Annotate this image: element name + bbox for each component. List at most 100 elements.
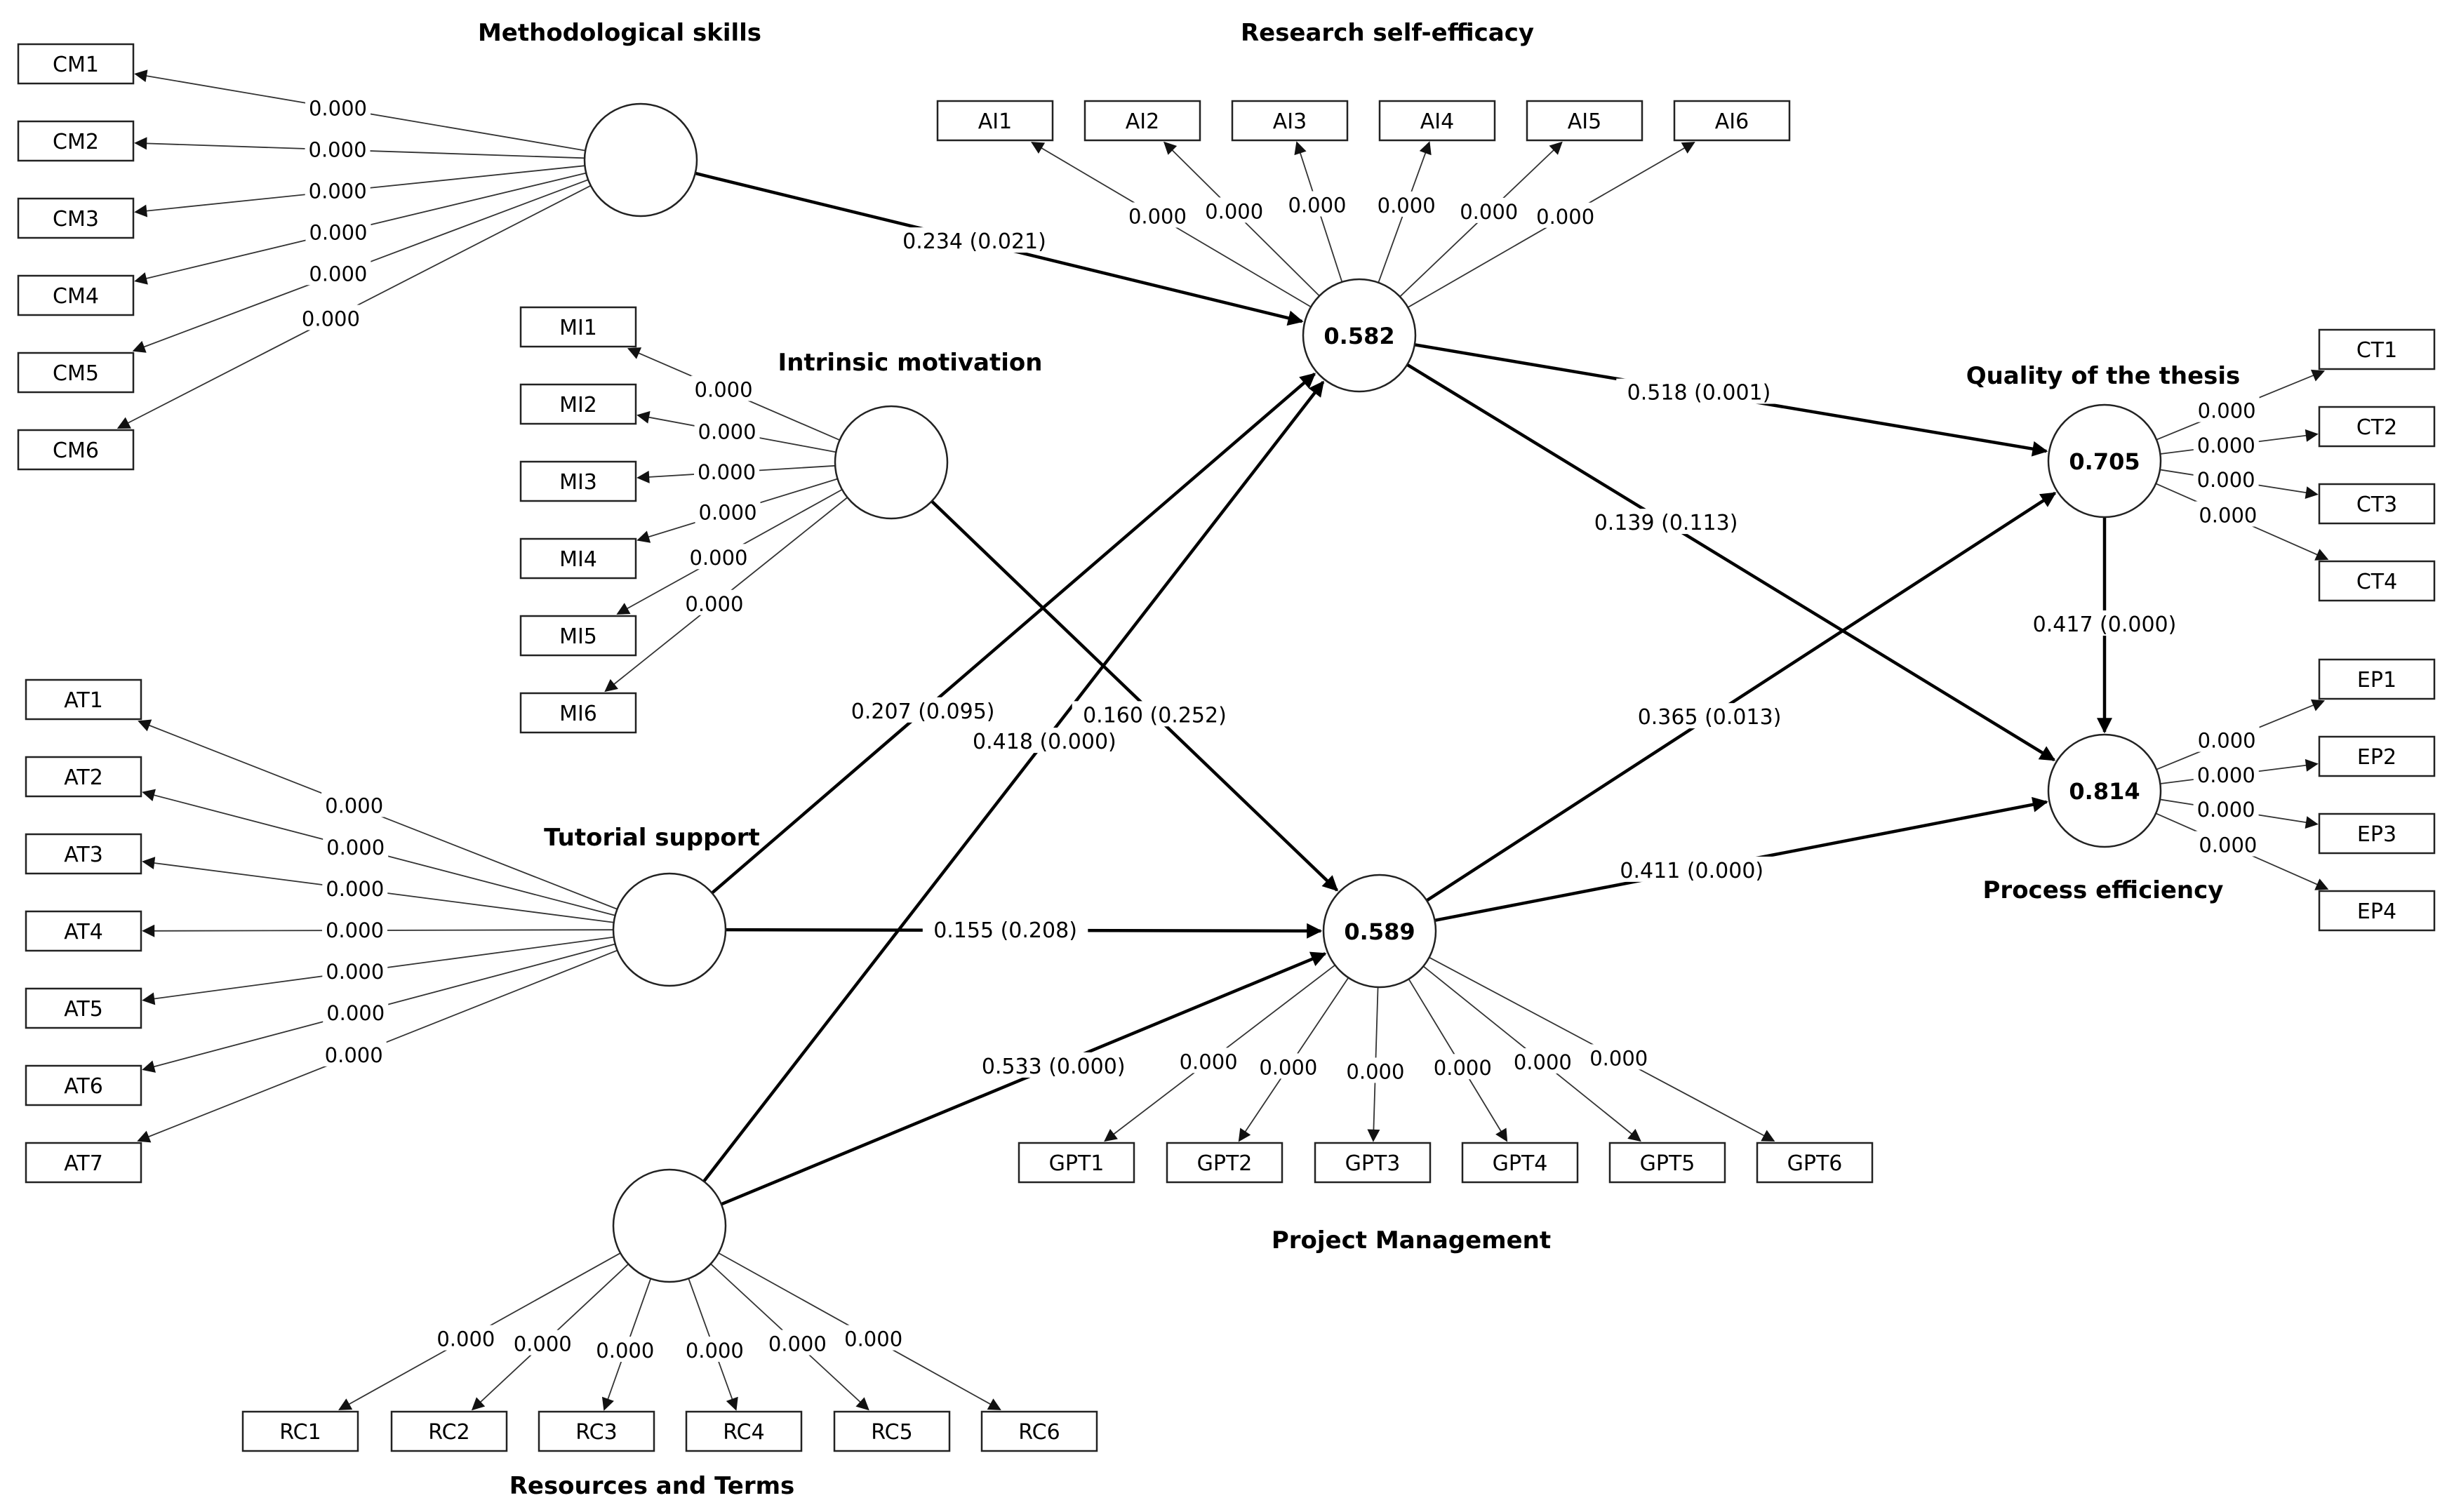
latent-ai: [1302, 278, 1417, 393]
indicator-label-at2: AT2: [64, 765, 103, 790]
loading-value-rc4-bg: [681, 1336, 747, 1362]
loading-value-rc1-bg: [433, 1325, 499, 1351]
loading-value-ct2: 0.000: [2197, 434, 2255, 457]
indicator-label-rc6: RC6: [1018, 1420, 1060, 1445]
indicator-box-ct2: [2318, 406, 2436, 448]
indicator-label-ai3: AI3: [1273, 109, 1307, 134]
loading-value-ct4-bg: [2195, 501, 2261, 527]
loading-value-cm4: 0.000: [309, 220, 367, 244]
indicator-label-cm2: CM2: [53, 130, 99, 154]
loading-value-gpt1-bg: [1175, 1048, 1241, 1073]
r2-ep: 0.814: [2069, 778, 2140, 805]
loading-value-rc5: 0.000: [768, 1332, 827, 1356]
indicator-label-at3: AT3: [64, 843, 103, 867]
loading-value-at5-bg: [322, 958, 388, 984]
loading-value-at4-bg: [322, 916, 388, 942]
indicator-label-cm6: CM6: [53, 439, 99, 463]
path-coefficient-mi-gpt: 0.160 (0.252): [1083, 703, 1227, 728]
loading-value-ct1-bg: [2194, 396, 2260, 422]
loading-value-mi5-bg: [686, 544, 752, 570]
loading-value-at7: 0.000: [325, 1043, 383, 1067]
indicator-box-at2: [25, 756, 142, 798]
indicator-box-rc2: [390, 1410, 508, 1452]
indicator-label-ep2: EP2: [2357, 745, 2396, 770]
latent-rc: [612, 1168, 727, 1283]
path-coefficient-ai-ep-bg: [1583, 509, 1749, 535]
loading-value-rc4: 0.000: [686, 1339, 744, 1363]
loading-value-mi6-bg: [681, 589, 747, 615]
loading-value-gpt4: 0.000: [1434, 1056, 1492, 1080]
loading-value-ct3: 0.000: [2197, 468, 2255, 492]
path-arrow-mi-gpt: [931, 500, 1338, 892]
loading-value-ai6: 0.000: [1536, 205, 1594, 229]
loading-value-cm5-bg: [305, 260, 371, 286]
loading-value-at1: 0.000: [325, 794, 383, 817]
loading-value-ct1: 0.000: [2198, 399, 2256, 423]
indicator-box-mi4: [519, 537, 637, 580]
indicator-box-mi2: [519, 383, 637, 425]
loading-value-ep4-bg: [2195, 831, 2261, 857]
indicator-box-ep2: [2318, 735, 2436, 777]
loading-value-rc3-bg: [592, 1337, 658, 1363]
loading-value-ai5: 0.000: [1460, 200, 1518, 224]
indicator-label-ai6: AI6: [1715, 109, 1749, 134]
indicator-label-gpt5: GPT5: [1640, 1151, 1695, 1176]
loading-value-rc1: 0.000: [436, 1327, 495, 1351]
loading-value-ai2-bg: [1201, 197, 1267, 223]
loading-value-ai4-bg: [1373, 191, 1439, 217]
path-arrow-at-ai: [711, 373, 1316, 895]
construct-name-at: Tutorial support: [544, 824, 760, 852]
indicator-label-ai1: AI1: [978, 109, 1012, 134]
indicator-label-rc4: RC4: [723, 1420, 764, 1445]
indicator-label-mi4: MI4: [559, 547, 597, 572]
indicator-label-ai5: AI5: [1568, 109, 1601, 134]
loading-value-at2: 0.000: [326, 836, 385, 859]
loading-value-ct4: 0.000: [2199, 504, 2257, 528]
loading-value-ai3: 0.000: [1288, 193, 1346, 217]
latent-at: [612, 872, 727, 987]
indicator-box-rc5: [833, 1410, 951, 1452]
indicator-label-rc5: RC5: [871, 1420, 912, 1445]
indicator-label-ai4: AI4: [1420, 109, 1454, 134]
path-coefficient-gpt-ep: 0.411 (0.000): [1620, 859, 1763, 883]
loading-value-gpt6: 0.000: [1589, 1046, 1648, 1070]
indicator-box-ai4: [1378, 100, 1496, 142]
path-coefficient-ai-ct: 0.518 (0.001): [1627, 381, 1771, 406]
loading-value-mi3-bg: [694, 458, 760, 484]
path-arrow-ai-ep: [1406, 363, 2056, 762]
indicator-label-cm1: CM1: [53, 53, 99, 77]
indicator-box-mi3: [519, 460, 637, 502]
r2-gpt: 0.589: [1344, 918, 1415, 945]
construct-name-gpt: Project Management: [1272, 1226, 1551, 1255]
indicator-box-at7: [25, 1142, 142, 1184]
indicator-box-ep4: [2318, 890, 2436, 932]
loading-value-ep3: 0.000: [2197, 798, 2255, 822]
indicator-label-rc2: RC2: [428, 1420, 469, 1445]
loading-value-at3: 0.000: [326, 877, 384, 901]
indicator-box-at1: [25, 678, 142, 721]
loading-value-ep3-bg: [2193, 796, 2259, 822]
indicator-box-gpt6: [1756, 1142, 1874, 1184]
loading-value-gpt5: 0.000: [1514, 1050, 1572, 1074]
indicator-box-ep3: [2318, 812, 2436, 855]
loading-value-gpt1: 0.000: [1180, 1050, 1238, 1073]
indicator-box-gpt1: [1018, 1142, 1135, 1184]
indicator-box-ai5: [1526, 100, 1643, 142]
loading-value-gpt2-bg: [1255, 1053, 1321, 1079]
loading-value-rc6-bg: [841, 1325, 907, 1351]
indicator-box-cm4: [17, 274, 135, 316]
loading-value-ai2: 0.000: [1205, 199, 1263, 223]
r2-ct: 0.705: [2069, 448, 2140, 475]
indicator-box-ai3: [1231, 100, 1349, 142]
construct-name-ai: Research self-efficacy: [1241, 19, 1534, 47]
latent-ct: [2047, 403, 2162, 519]
path-coefficient-rc-gpt: 0.533 (0.000): [982, 1055, 1126, 1079]
construct-name-ep: Process efficiency: [1983, 876, 2224, 904]
loading-value-ai3-bg: [1284, 191, 1350, 217]
loading-value-ai4: 0.000: [1378, 194, 1436, 218]
path-coefficient-rc-ai-bg: [961, 728, 1128, 754]
indicator-label-mi3: MI3: [559, 470, 597, 495]
loading-value-mi4: 0.000: [699, 501, 757, 525]
loading-value-rc6: 0.000: [844, 1327, 902, 1351]
indicator-box-gpt3: [1314, 1142, 1432, 1184]
